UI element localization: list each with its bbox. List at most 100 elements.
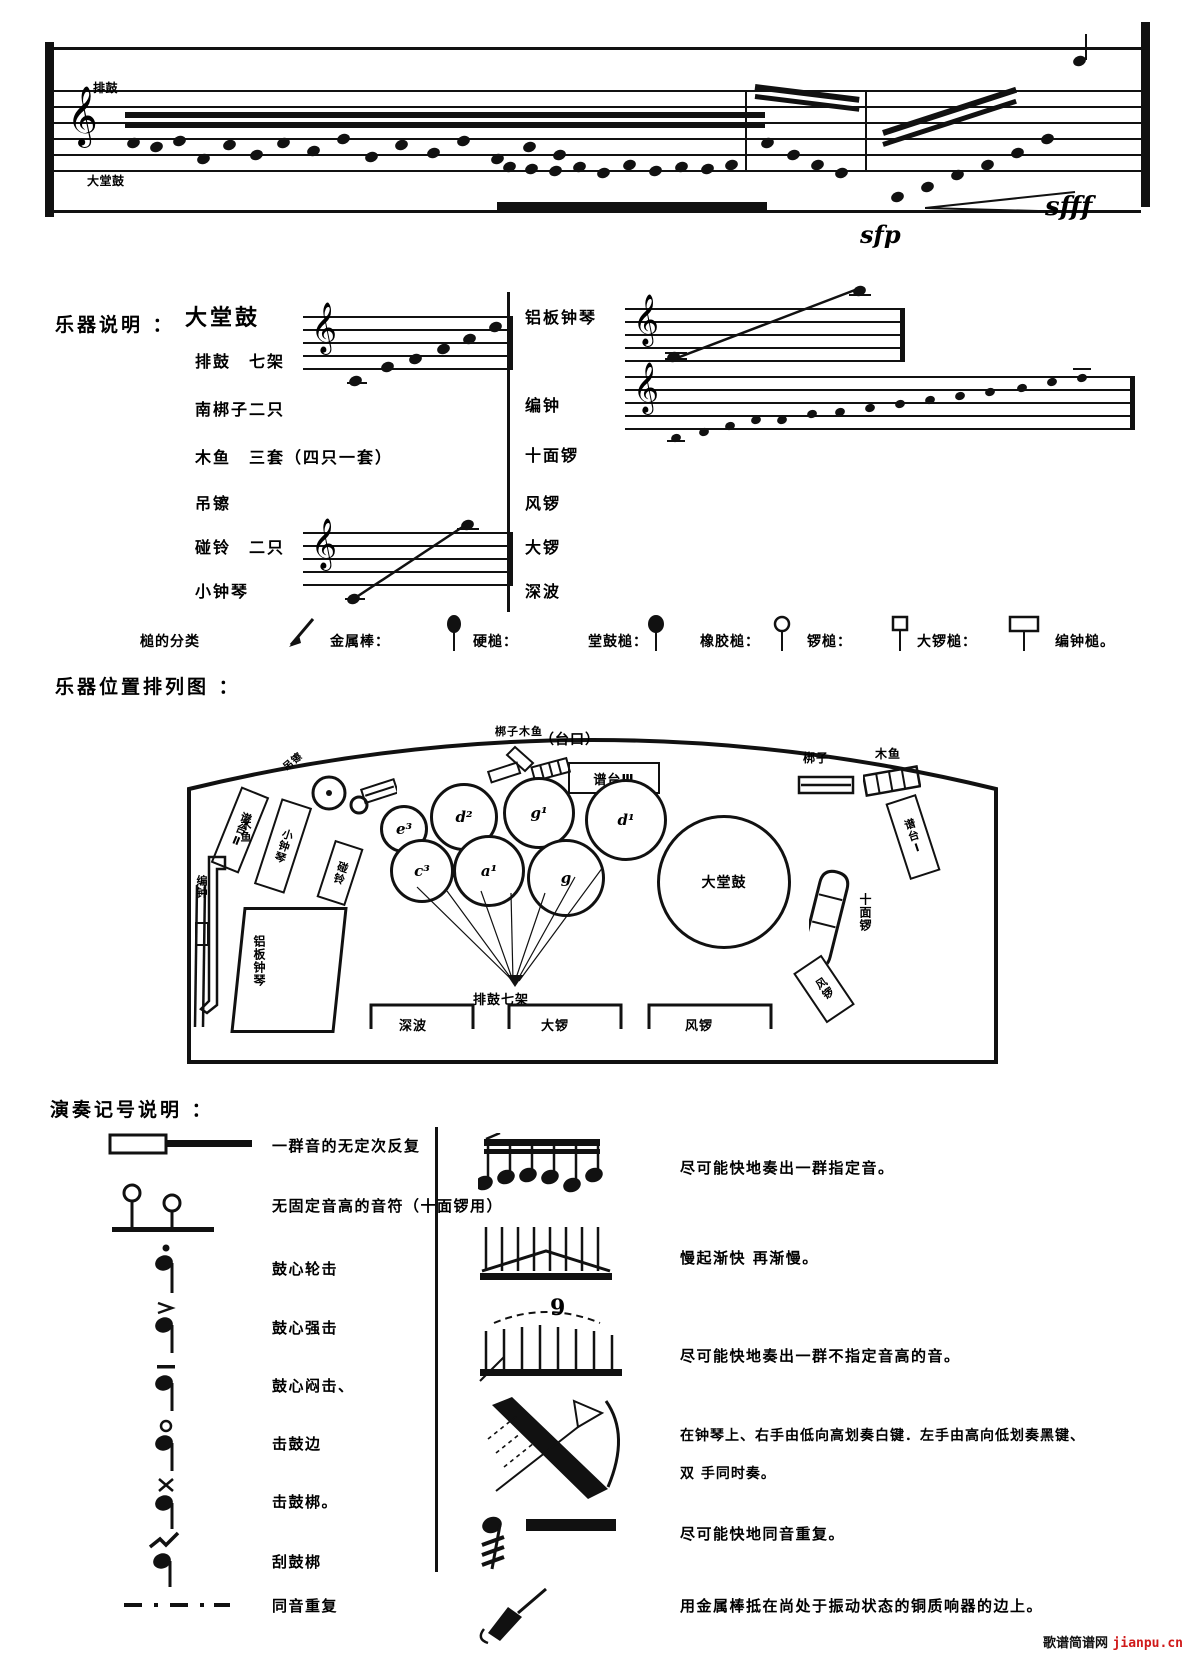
treble-clef-icon: 𝄞 — [311, 302, 338, 353]
notehead — [248, 148, 265, 162]
xiaozhongqin-pitch-staff: 𝄞 — [303, 518, 513, 606]
tanggu-mallet-icon — [648, 615, 664, 651]
beamed-fast-group-icon — [478, 1133, 603, 1193]
paigu-pitch-staff: 𝄞 — [303, 306, 513, 388]
section-heading-stage: 乐器位置排列图 ： — [55, 676, 241, 698]
muyu-left-label: 木鱼 — [239, 819, 252, 843]
mallet-row-label: 槌的分类 — [140, 634, 200, 650]
gong-beater-icon — [891, 615, 909, 651]
legend-left-text-0: 一群音的无定次反复 — [272, 1137, 421, 1155]
staff-line — [54, 122, 1141, 124]
bianzhong-staff: 𝄞 — [625, 366, 1135, 444]
treble-clef-icon: 𝄞 — [633, 362, 660, 413]
staff-line — [54, 154, 1141, 156]
column-divider — [507, 292, 510, 612]
lvban-zhongqin-box — [230, 907, 348, 1033]
legend-column-divider — [435, 1127, 438, 1572]
metal-rod-mallet-icon — [289, 618, 315, 647]
notehead — [335, 132, 352, 146]
barline — [745, 90, 747, 172]
box-with-line-icon — [108, 1133, 252, 1155]
notehead — [785, 148, 802, 162]
legend-left-text-2: 鼓心轮击 — [272, 1260, 339, 1278]
legend-left-text-6: 击鼓梆。 — [272, 1493, 339, 1511]
top-staff-label-datanggu: 大堂鼓 — [87, 174, 125, 188]
flourish-beam — [882, 86, 1018, 136]
bangzi-label: 梆子 — [803, 751, 830, 765]
instrument-right-3: 风锣 — [525, 494, 562, 513]
notehead — [148, 140, 165, 154]
instrument-right-5: 深波 — [525, 582, 562, 601]
notehead — [833, 166, 850, 180]
bangzi-muyu-icons — [486, 745, 571, 784]
stage-outline: （台口） 谱台Ⅲ 梆子木鱼 e³ d² g¹ d¹ c³ a¹ g — [185, 697, 1000, 1067]
legend-left-text-5: 击鼓边 — [272, 1435, 322, 1453]
dynamic-sfff: sfff — [1045, 192, 1093, 222]
diaocha-icon — [311, 775, 397, 815]
drum-c3: c³ — [390, 839, 454, 903]
bangzi-muyu-label: 梆子木鱼 — [495, 725, 543, 738]
muyu-right-label: 木鱼 — [875, 747, 902, 761]
stage-front-label: （台口） — [540, 732, 600, 748]
main-beam — [125, 112, 765, 118]
note-with-circle-icon — [155, 1419, 174, 1471]
system-left-bracket — [45, 42, 54, 217]
notation-legend-section: 演奏记号说明 ： 一群音的无定次反复 无固定音高的音符（十面锣用） 鼓心轮击 — [50, 1095, 1150, 1645]
instrument-item-2: 南梆子二只 — [195, 400, 286, 419]
daluo-stand-icon — [507, 1003, 623, 1029]
two-open-noteheads-on-beam-icon — [112, 1183, 214, 1232]
dynamic-sfp: sfp — [860, 220, 901, 249]
daluo-label: 大锣 — [541, 1019, 570, 1034]
glissando-line — [355, 522, 468, 600]
note-with-cross-icon — [155, 1478, 174, 1529]
notehead — [647, 164, 664, 178]
mallet-label-1: 硬槌： — [473, 634, 518, 650]
note-with-accent-icon — [155, 1301, 176, 1353]
legend-right-text-3b: 双 手同时奏。 — [680, 1466, 776, 1482]
legend-right-text-1: 慢起渐快 再渐慢。 — [680, 1249, 819, 1267]
legend-right-text-0: 尽可能快地奏出一群指定音。 — [680, 1159, 895, 1177]
big-gong-beater-icon — [1008, 615, 1040, 651]
note-with-zigzag-icon — [148, 1531, 180, 1587]
staff-line — [54, 90, 1141, 92]
notehead — [523, 162, 540, 176]
dash-dot-line-icon — [124, 1603, 230, 1607]
instrument-item-1: 排鼓 七架 — [195, 352, 286, 371]
lower-beam — [497, 202, 767, 210]
stage-outline-shape — [187, 738, 998, 1064]
section-heading-notation: 演奏记号说明 ： — [50, 1099, 214, 1121]
drum-g: g — [527, 839, 605, 917]
mallet-label-5: 大锣槌： — [917, 634, 977, 650]
legend-right-text-4: 尽可能快地同音重复。 — [680, 1525, 846, 1543]
fengluo-label: 风锣 — [685, 1019, 714, 1034]
watermark-site-name: 歌谱简谱网 — [1043, 1636, 1109, 1651]
drum-d1: d¹ — [585, 779, 667, 861]
treble-clef-icon: 𝄞 — [67, 86, 98, 146]
tuplet-number: 9 — [550, 1295, 566, 1321]
nine-tuplet-cluster-icon — [479, 1311, 622, 1382]
accel-rit-beam-icon — [480, 1227, 612, 1280]
note-with-dash-icon — [155, 1365, 175, 1411]
notehead — [889, 190, 906, 204]
legend-right-text-2: 尽可能快地奏出一群不指定音高的音。 — [680, 1347, 961, 1365]
drum-g1: g¹ — [503, 777, 575, 849]
fengluo-stand-icon — [647, 1003, 773, 1029]
barline — [865, 90, 867, 172]
note-stem — [1085, 34, 1087, 60]
instrument-item-3: 木鱼 三套（四只一套） — [195, 448, 394, 467]
notehead — [699, 162, 716, 176]
legend-left-text-3: 鼓心强击 — [272, 1319, 339, 1337]
instrument-right-0: 铝板钟琴 — [525, 308, 598, 327]
notehead — [547, 164, 564, 178]
legend-left-text-8: 同音重复 — [272, 1597, 339, 1615]
lvban-zhongqin-staff: 𝄞 — [625, 284, 905, 364]
rubber-mallet-icon — [773, 615, 791, 651]
glissando-line — [677, 288, 856, 360]
metal-rod-damp-icon — [479, 1587, 547, 1645]
notehead — [455, 134, 472, 148]
mallet-label-3: 橡胶槌： — [700, 634, 760, 650]
mallet-label-6: 编钟槌。 — [1055, 634, 1115, 650]
top-staff-label-paigu: 排鼓 — [93, 81, 119, 95]
glissando-arrows-icon — [487, 1397, 620, 1499]
bangzi-icon — [797, 775, 855, 795]
